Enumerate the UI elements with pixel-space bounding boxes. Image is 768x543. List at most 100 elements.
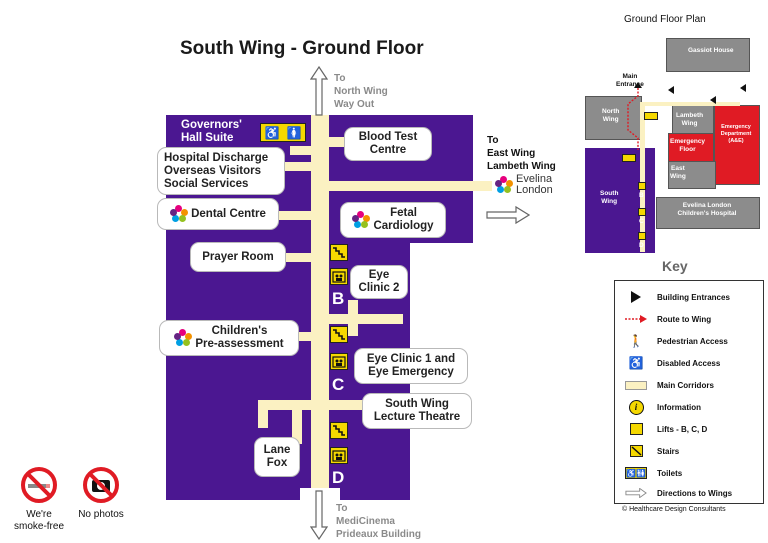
gf-lambeth-label: Lambeth Wing bbox=[676, 112, 704, 127]
gf-lift-b-label: B bbox=[639, 192, 644, 199]
gf-east-wing bbox=[668, 161, 716, 189]
key-row: ♿🚻 Toilets bbox=[625, 467, 682, 479]
gf-east-wing-label: East Wing bbox=[670, 165, 686, 180]
gf-emergency-dept bbox=[714, 105, 760, 185]
no-photos-icon bbox=[83, 467, 119, 503]
key-row: Route to Wing bbox=[625, 313, 711, 325]
pedestrian-icon: 🚶 bbox=[628, 334, 644, 348]
gf-lambeth-wing bbox=[672, 105, 714, 135]
corridor-east bbox=[318, 181, 493, 191]
south-arrow-icon bbox=[310, 490, 328, 540]
key-row: i Information bbox=[625, 399, 701, 415]
key-row: 🚶 Pedestrian Access bbox=[625, 334, 728, 348]
gf-route-line bbox=[627, 82, 746, 150]
key-label: Stairs bbox=[657, 446, 680, 456]
gf-toilets-icon bbox=[644, 112, 658, 120]
room-dental-label: Dental Centre bbox=[191, 207, 266, 220]
ground-floor-plan: Gassiot House North Wing Main Entrance L… bbox=[580, 30, 765, 260]
corridor-prayer bbox=[278, 253, 318, 262]
key-label: Lifts - B, C, D bbox=[657, 424, 708, 434]
key-label: Information bbox=[657, 402, 701, 412]
room-governors-hall: Governors' Hall Suite bbox=[181, 119, 242, 144]
gf-emergency-dept-label: Emergency Department (A&E) bbox=[720, 124, 752, 144]
evelina-flower-icon bbox=[495, 176, 513, 194]
key-row: ♿ Disabled Access bbox=[625, 356, 721, 370]
toilets-icon: ♿🚻 bbox=[625, 467, 647, 479]
gf-evelina-hospital bbox=[656, 197, 760, 229]
north-destination: To North Wing Way Out bbox=[334, 73, 388, 110]
room-fetal-label: Fetal Cardiology bbox=[373, 207, 434, 232]
north-arrow-icon bbox=[310, 66, 328, 116]
evelina-flower-icon bbox=[352, 211, 371, 229]
south-destination: To MediCinema Prideaux Building bbox=[336, 503, 422, 540]
gf-corridor bbox=[640, 102, 645, 252]
room-childrens-preassessment: Children's Pre-assessment bbox=[159, 320, 299, 356]
gf-emergency-floor-label: Emergency Floor bbox=[670, 138, 706, 153]
ground-floor-plan-title: Ground Floor Plan bbox=[624, 14, 706, 25]
lift-b-label: B bbox=[332, 289, 345, 308]
room-lecture-theatre: South Wing Lecture Theatre bbox=[362, 393, 472, 429]
room-childrens-label: Children's Pre-assessment bbox=[195, 325, 284, 350]
wheelchair-icon: ♿ bbox=[264, 125, 280, 140]
room-eye-clinic-1: Eye Clinic 1 and Eye Emergency bbox=[354, 348, 468, 384]
gf-lift-icon bbox=[638, 182, 646, 190]
lift-icon bbox=[330, 447, 348, 464]
room-dental: Dental Centre bbox=[157, 198, 279, 230]
gf-gassiot-house bbox=[666, 38, 750, 72]
key-title: Key bbox=[662, 258, 688, 274]
corridor-childrens bbox=[290, 332, 318, 341]
key-label: Pedestrian Access bbox=[657, 336, 728, 346]
key-row: Building Entrances bbox=[625, 291, 730, 303]
toilet-female-icon: 🚺 bbox=[286, 125, 302, 140]
gf-north-wing-label: North Wing bbox=[602, 108, 620, 123]
key-row: Directions to Wings bbox=[625, 487, 732, 499]
corridor-dental bbox=[272, 211, 318, 220]
corridor-governors bbox=[290, 146, 320, 155]
gf-lift-icon bbox=[638, 208, 646, 216]
gf-lift-c-label: C bbox=[639, 218, 644, 225]
lift-icon bbox=[629, 423, 643, 435]
gf-emergency-floor bbox=[668, 133, 714, 163]
corridor-lecture bbox=[258, 400, 376, 410]
stairs-icon bbox=[330, 244, 348, 261]
corridor-mid-spur bbox=[348, 300, 358, 336]
main-corridor-vertical bbox=[311, 115, 329, 500]
stairs-icon bbox=[629, 445, 643, 457]
copyright-text: © Healthcare Design Consultants bbox=[622, 506, 726, 513]
key-label: Disabled Access bbox=[657, 358, 721, 368]
no-photos-text: No photos bbox=[78, 509, 124, 520]
lift-c-label: C bbox=[332, 375, 345, 394]
toilets-icon: ♿ 🚺 bbox=[260, 123, 306, 142]
east-destination: To East Wing Lambeth Wing bbox=[487, 135, 556, 172]
gf-toilets-icon bbox=[622, 154, 636, 162]
gf-corridor bbox=[640, 102, 740, 106]
key-label: Route to Wing bbox=[657, 314, 712, 324]
key-label: Main Corridors bbox=[657, 380, 714, 390]
gf-lift-d-label: D bbox=[639, 242, 644, 249]
main-corridor-icon bbox=[625, 380, 647, 390]
no-photos-notice: No photos bbox=[72, 466, 130, 521]
key-legend: Building Entrances Route to Wing 🚶 Pedes… bbox=[614, 280, 764, 504]
corridor-blood-test bbox=[318, 137, 354, 147]
corridor-lecture-spur-b bbox=[292, 400, 302, 444]
east-arrow-icon bbox=[486, 205, 530, 225]
key-label: Directions to Wings bbox=[657, 488, 733, 498]
wheelchair-icon: ♿ bbox=[628, 356, 644, 370]
room-lane-fox: Lane Fox bbox=[254, 437, 300, 477]
key-label: Building Entrances bbox=[657, 292, 730, 302]
information-icon: i bbox=[628, 399, 644, 415]
stairs-icon bbox=[330, 422, 348, 439]
room-eye-clinic-2: Eye Clinic 2 bbox=[350, 265, 408, 299]
evelina-logo-line1: Evelina bbox=[516, 173, 553, 185]
evelina-flower-icon bbox=[170, 205, 189, 223]
corridor-lecture-spur-a bbox=[258, 400, 268, 428]
evelina-logo: Evelina London bbox=[492, 172, 556, 198]
no-smoking-text: We're smoke-free bbox=[13, 509, 64, 532]
room-blood-test: Blood Test Centre bbox=[344, 127, 432, 161]
key-row: Stairs bbox=[625, 445, 679, 457]
directions-arrow-icon bbox=[625, 488, 647, 498]
room-prayer: Prayer Room bbox=[190, 242, 286, 272]
gf-south-wing-label: South Wing bbox=[600, 190, 619, 205]
route-to-wing-icon bbox=[625, 315, 647, 323]
stairs-icon bbox=[330, 326, 348, 343]
